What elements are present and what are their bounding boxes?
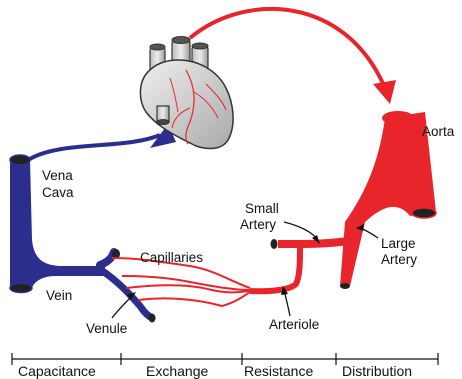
- small-artery-label-line2: Artery: [240, 217, 276, 232]
- small-artery-label-line1: Small: [245, 201, 279, 216]
- vena-cava-label-line2: Cava: [42, 185, 74, 200]
- venous-system: [10, 155, 156, 323]
- heart-illustration: [140, 37, 233, 149]
- segment-label-distribution: Distribution: [342, 363, 412, 379]
- segment-label-capacitance: Capacitance: [18, 363, 96, 379]
- arteriole-label: Arteriole: [269, 317, 319, 332]
- venule-label: Venule: [86, 321, 127, 336]
- capillaries-label: Capillaries: [140, 250, 203, 265]
- segment-label-resistance: Resistance: [244, 363, 313, 379]
- large-artery-label-line2: Artery: [381, 252, 417, 267]
- label-pointers: [112, 222, 378, 318]
- vein-label: Vein: [46, 288, 72, 303]
- aorta-label: Aorta: [422, 124, 455, 139]
- vena-cava-label-line1: Vena: [42, 168, 73, 183]
- vena-cava-to-heart-arrow: [28, 124, 176, 160]
- large-artery-label-line1: Large: [381, 236, 416, 251]
- segment-label-exchange: Exchange: [146, 363, 208, 379]
